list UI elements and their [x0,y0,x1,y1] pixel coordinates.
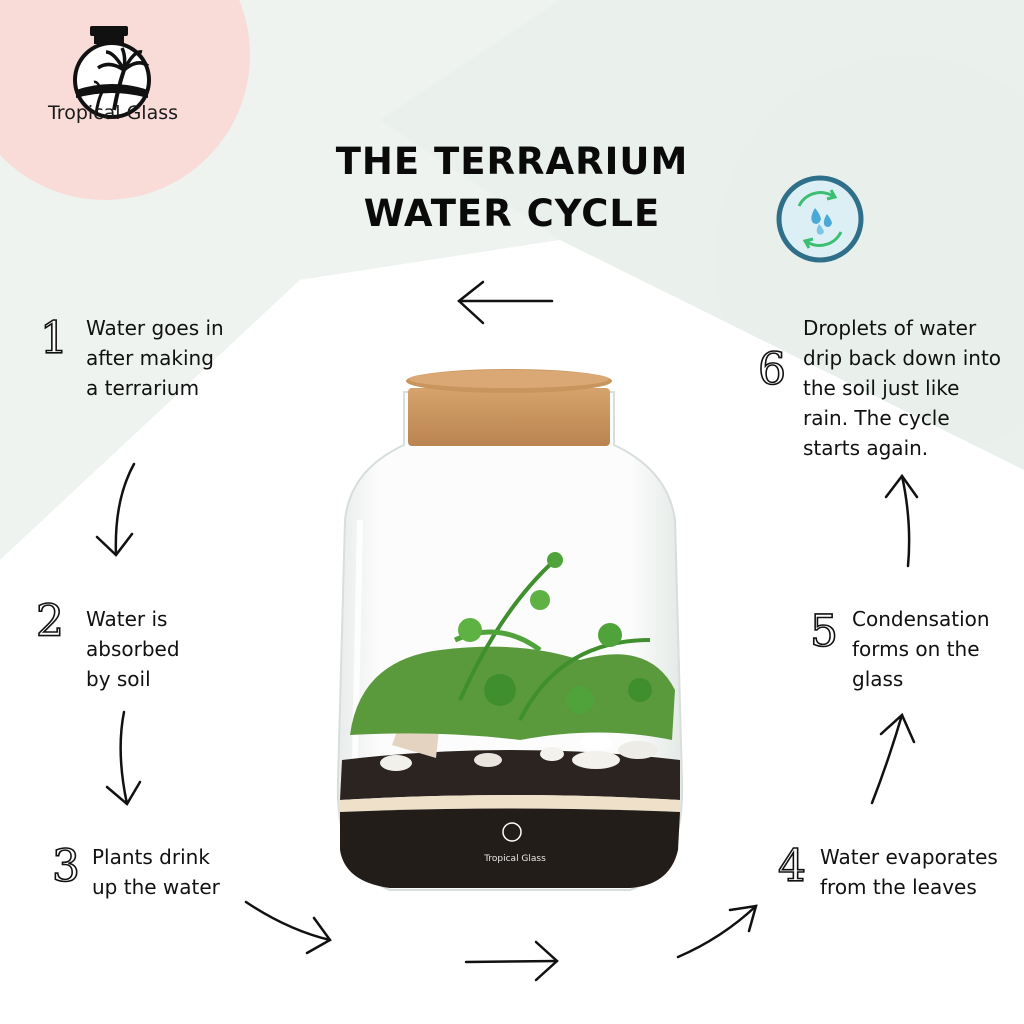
step-number: 3 [51,841,81,892]
step-text: Plants drink up the water [92,845,220,899]
arrow-3-to-bottom-icon [244,900,332,955]
step-number: 6 [757,344,787,395]
step-number: 1 [39,313,69,364]
step-text: Condensation forms on the glass [852,607,990,691]
plants-moss [350,552,675,740]
arrow-top-left-icon [457,280,554,325]
arrow-bottom-to-4-icon [676,904,758,959]
brand-name: Tropical Glass [47,102,179,124]
page-title: THE TERRARIUM WATER CYCLE [0,136,1024,240]
step-number: 5 [809,606,839,657]
step-text: Water evaporates from the leaves [820,845,998,899]
arrow-2-to-3-icon [105,710,142,806]
title-line-2: WATER CYCLE [363,192,661,235]
step-text: Water goes in after making a terrarium [86,316,224,400]
arrow-bottom-icon [464,940,559,982]
step-text: Water is absorbed by soil [86,607,180,691]
arrow-4-to-5-icon [870,712,916,805]
water-cycle-icon [776,175,864,263]
arrow-1-to-2-icon [95,462,136,557]
jar-palm-logo-icon [73,26,151,119]
step-number: 2 [35,596,65,647]
title-line-1: THE TERRARIUM [335,140,689,183]
jar-brand-label: Tropical Glass [483,854,546,864]
step-text: Droplets of water drip back down into th… [803,316,1002,460]
jar-logo-mark: Tropical Glass [483,822,546,864]
step-number: 4 [777,841,807,892]
arrow-5-to-6-icon [884,473,919,568]
cork-lid [406,369,612,446]
